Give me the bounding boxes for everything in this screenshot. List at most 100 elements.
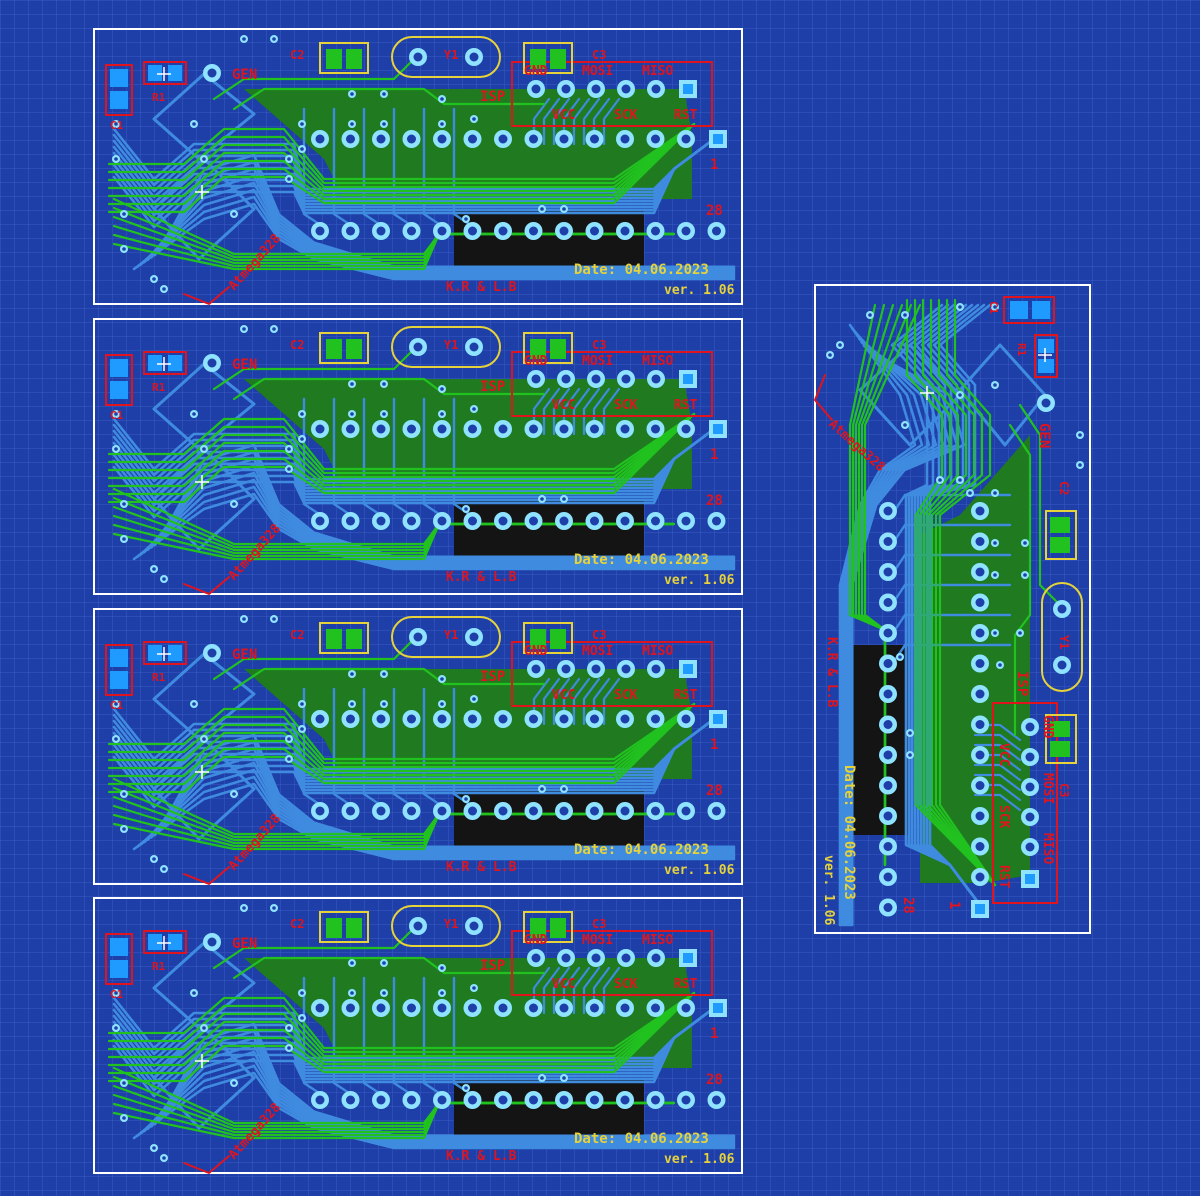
bottom-trace [136, 485, 736, 569]
mcu-pad-bottom-hole [712, 516, 721, 526]
label-date: Date: 04.06.2023 [574, 262, 709, 278]
label-vcc: VCC [996, 743, 1011, 766]
isp-header-outline [511, 641, 713, 707]
mcu-pad-top-hole [346, 134, 355, 144]
mcu-pad-bottom-hole [651, 516, 660, 526]
copper-pour-2 [990, 585, 1030, 675]
isp-pad-hole [651, 84, 661, 94]
mcu-pad-top-hole [975, 659, 985, 668]
via-hole [114, 157, 118, 161]
label-rst: RST [674, 688, 698, 703]
mcu-pad-top-hole [468, 714, 477, 724]
bottom-trace [139, 768, 736, 857]
mcu-pad-bottom-hole [681, 516, 691, 526]
top-trace [107, 122, 696, 181]
bottom-trace [392, 397, 411, 516]
mcu-pad-top-hole [620, 424, 630, 434]
c3-outline [1045, 714, 1077, 764]
mcu-pad-bottom-hole [651, 226, 660, 236]
mcu-pad-bottom-hole [529, 1095, 538, 1105]
mcu-pad-bottom-hole [559, 806, 569, 816]
via-hole [382, 412, 386, 416]
mcu-pad-top-hole [975, 811, 985, 821]
via-hole [192, 702, 196, 706]
label-sck: SCK [614, 108, 638, 123]
mcu-pad-top-hole [590, 134, 599, 144]
top-trace [107, 702, 696, 786]
isp-pad-hole [531, 664, 541, 674]
label-gnd: GND [524, 644, 548, 659]
bottom-trace [845, 337, 945, 927]
via-hole [382, 92, 386, 96]
bottom-trace [893, 523, 1012, 542]
isp-pad-hole [591, 953, 601, 963]
bottom-trace [332, 976, 351, 1095]
mcu-pad-bottom-hole [437, 806, 447, 816]
via-hole [440, 97, 444, 101]
mcu-pad-bottom-hole [498, 226, 508, 236]
top-trace [107, 991, 696, 1083]
bottom-trace [152, 447, 256, 551]
mcu-pad-top-hole [975, 598, 985, 607]
c2-outline [1045, 510, 1077, 560]
mcu-pad-bottom-hole [651, 1095, 660, 1105]
isp-pad-hole [1025, 782, 1035, 792]
bottom-trace [602, 966, 621, 1015]
r1-pad [148, 65, 162, 81]
c1-pad [110, 69, 128, 87]
via-hole [382, 702, 386, 706]
via-hole [908, 753, 912, 757]
mcu-pad-bottom-hole [529, 806, 538, 816]
bottom-trace [552, 387, 571, 436]
c3-pad [530, 629, 546, 649]
top-trace [913, 298, 997, 887]
bottom-trace [150, 167, 736, 272]
isp-pad-hole [621, 374, 631, 384]
c2-pad [326, 339, 342, 359]
via-hole [828, 353, 832, 357]
isp-header-outline [511, 930, 713, 996]
via-hole [472, 117, 476, 121]
bottom-trace [139, 1057, 736, 1146]
mcu-pad-top-hole [590, 714, 599, 724]
label-pin28: 28 [706, 1072, 723, 1088]
via-hole [202, 157, 206, 161]
mcu-pad-bottom-hole [883, 872, 893, 882]
bottom-trace [136, 775, 736, 859]
isp-pad-hole [621, 84, 631, 94]
bottom-trace [143, 761, 736, 856]
via-hole [993, 631, 997, 635]
label-c1: C1 [110, 988, 124, 1001]
top-trace [107, 412, 696, 471]
bottom-trace [542, 677, 561, 726]
bottom-trace [150, 457, 736, 562]
via-hole [1018, 631, 1022, 635]
label-isp: ISP [480, 379, 505, 395]
gen-pad-hole [207, 68, 217, 78]
via-hole [968, 491, 972, 495]
mcu-pad-top-hole [620, 714, 630, 724]
top-trace [107, 412, 696, 504]
silk-mark [183, 1155, 230, 1174]
fiducial [195, 765, 209, 779]
label-r1: R1 [152, 381, 166, 394]
via-hole [122, 212, 126, 216]
top-trace [107, 991, 696, 1050]
label-vcc: VCC [552, 977, 575, 992]
bottom-trace [422, 107, 441, 226]
mcu-pad-top-hole [315, 714, 325, 724]
c3-pad [550, 49, 566, 69]
via-hole [908, 731, 912, 735]
label-date: Date: 04.06.2023 [841, 765, 857, 900]
mcu-pad-bottom-hole [376, 806, 386, 816]
bottom-trace [582, 387, 601, 436]
y1-pad-hole [469, 342, 479, 352]
via-hole [152, 1146, 156, 1150]
r1-pad [168, 355, 182, 371]
mcu-pad-top-hole [975, 750, 985, 760]
mcu-pad-bottom-hole [559, 226, 569, 236]
label-c3: C3 [592, 338, 606, 352]
mcu-pad-top-hole [437, 1003, 447, 1013]
via-hole [440, 991, 444, 995]
bottom-trace [302, 687, 321, 806]
